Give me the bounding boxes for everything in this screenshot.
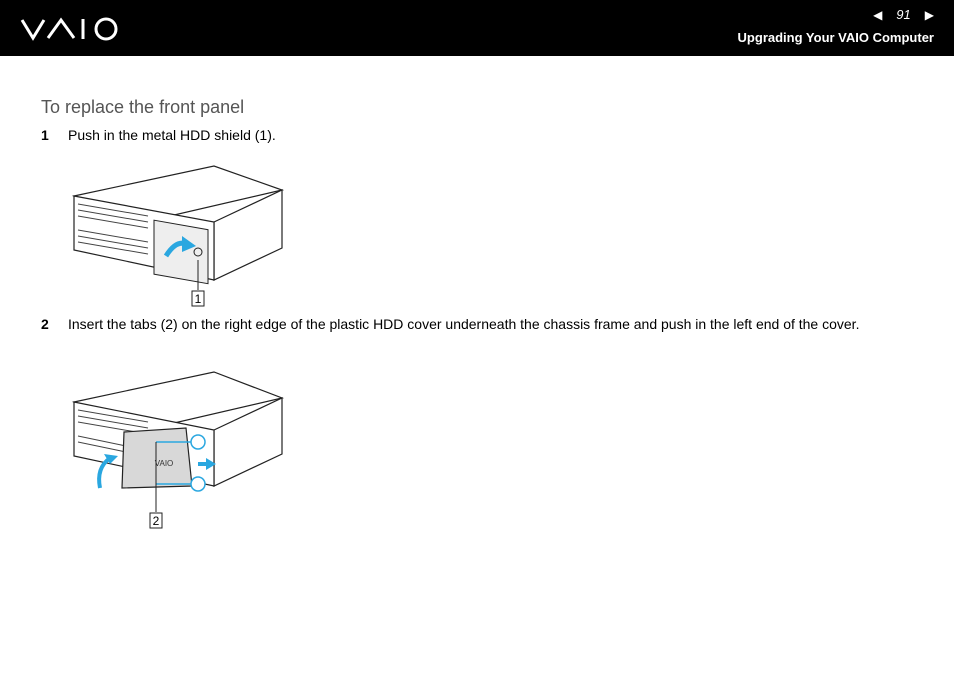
- svg-text:VAIO: VAIO: [155, 459, 174, 468]
- callout-number: 2: [153, 514, 160, 528]
- page-header: ◀ 91 ▶ Upgrading Your VAIO Computer: [0, 0, 954, 56]
- hdd-cover-illustration: VAIO 2: [71, 371, 285, 529]
- page-number: 91: [896, 7, 911, 22]
- page-navigation: ◀ 91 ▶: [873, 7, 934, 23]
- vaio-logo: [20, 17, 118, 41]
- section-title: Upgrading Your VAIO Computer: [737, 30, 934, 45]
- step-number: 2: [41, 316, 49, 332]
- callout-number: 1: [195, 292, 202, 306]
- procedure-heading: To replace the front panel: [41, 97, 245, 117]
- hdd-shield-illustration: 1: [71, 165, 285, 307]
- step-text: Push in the metal HDD shield (1).: [68, 127, 276, 143]
- triangle-right-icon[interactable]: ▶: [924, 8, 934, 22]
- step-number: 1: [41, 127, 49, 143]
- step-text: Insert the tabs (2) on the right edge of…: [68, 316, 860, 332]
- step-1: 1 Push in the metal HDD shield (1).: [41, 125, 921, 147]
- triangle-left-icon[interactable]: ◀: [873, 8, 883, 22]
- step-2: 2 Insert the tabs (2) on the right edge …: [41, 314, 921, 358]
